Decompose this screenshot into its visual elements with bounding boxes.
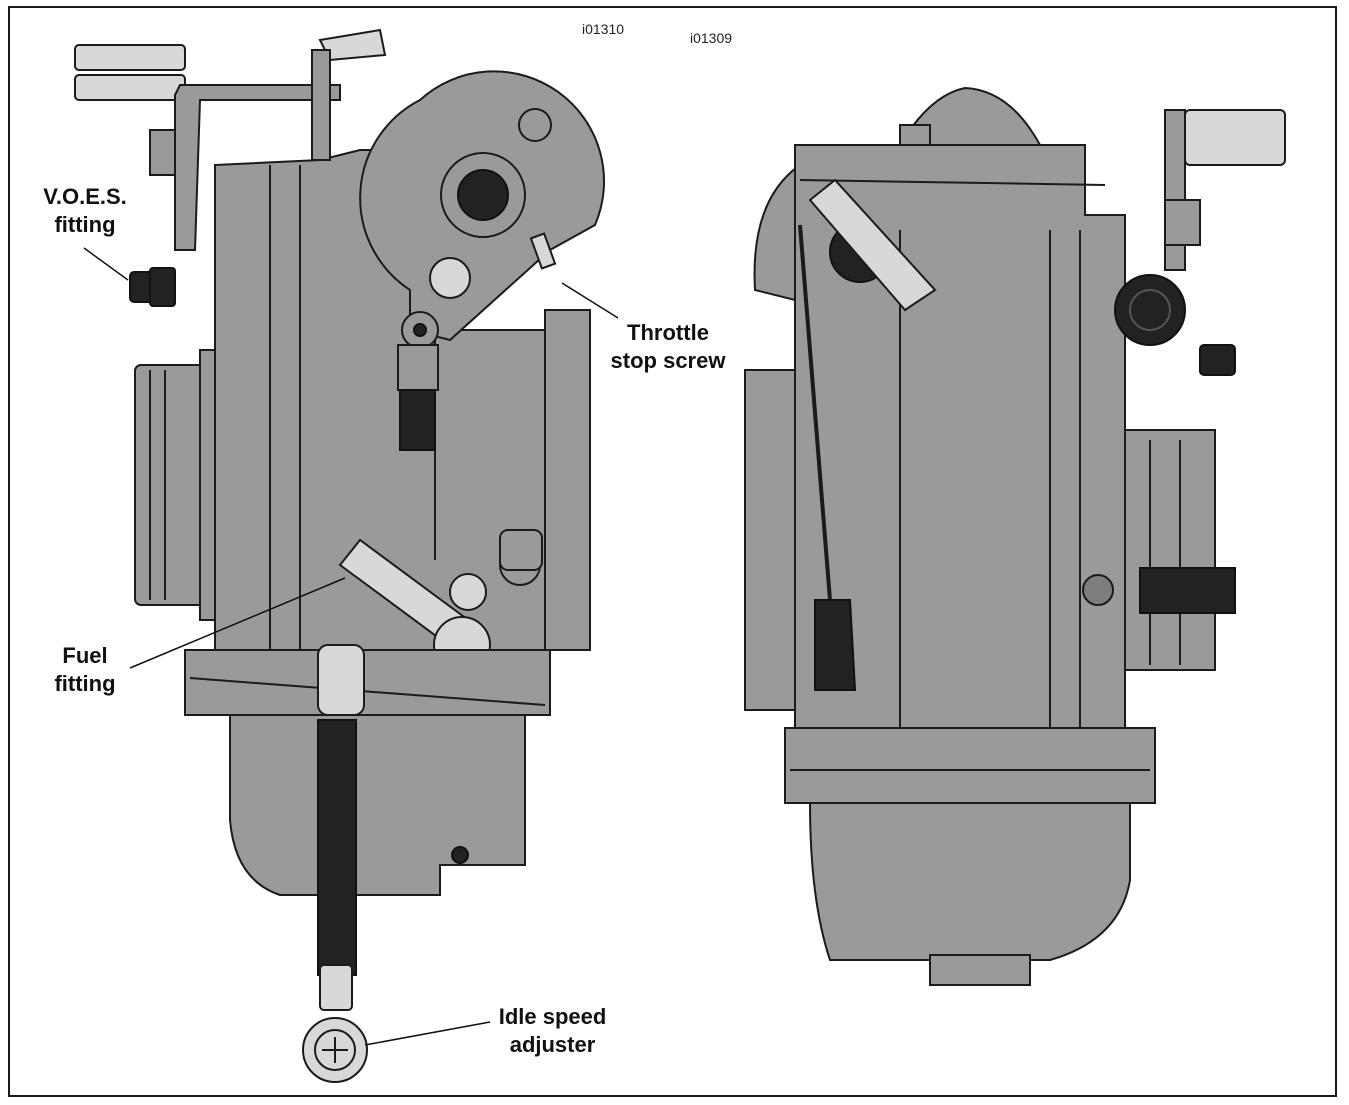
idle-speed-leader [364,1021,491,1046]
rubber-boot-right [814,599,857,691]
figure-id-left: i01310 [582,21,625,37]
idle-label-line2: adjuster [509,1032,596,1057]
cable-bracket-left [74,28,387,251]
idle-label-line1: Idle speed [498,1004,607,1029]
black-fitting-right [1139,567,1236,614]
throttle-label-line2: stop screw [610,348,726,373]
float-bowl-left [229,714,526,896]
top-dome-right [898,86,1042,146]
throttle-label-line1: Throttle [627,320,709,345]
voes-label-line2: fitting [54,212,116,237]
voes-fitting [129,267,176,307]
black-seal-left [399,389,436,451]
fuel-leader [129,577,346,669]
idle-speed-adjuster-label: Idle speed adjuster [485,1003,620,1059]
carburetor-left-view [74,28,606,1083]
fuel-label-line2: fitting [54,671,116,696]
fuel-label-line1: Fuel [62,643,108,668]
float-bowl-flange-right [784,727,1156,804]
voes-fitting-label: V.O.E.S. fitting [30,183,140,239]
figure-id-right: i01309 [690,30,733,46]
carburetor-right-view [744,86,1286,986]
voes-label-line1: V.O.E.S. [43,184,127,209]
throttle-wheel-right [753,163,802,302]
cable-bracket-right [1164,109,1286,271]
throttle-stop-leader [561,282,619,319]
voes-leader [83,247,129,281]
intake-bell-right [1124,429,1216,671]
side-plate-left [544,309,591,651]
throttle-cam-left [359,70,606,342]
throttle-stop-screw-label: Throttle stop screw [598,319,738,375]
black-cap-right [1114,274,1186,346]
idle-speed-adjuster [302,644,368,1083]
fuel-fitting-label: Fuel fitting [40,642,130,698]
float-bowl-right [808,802,1131,961]
